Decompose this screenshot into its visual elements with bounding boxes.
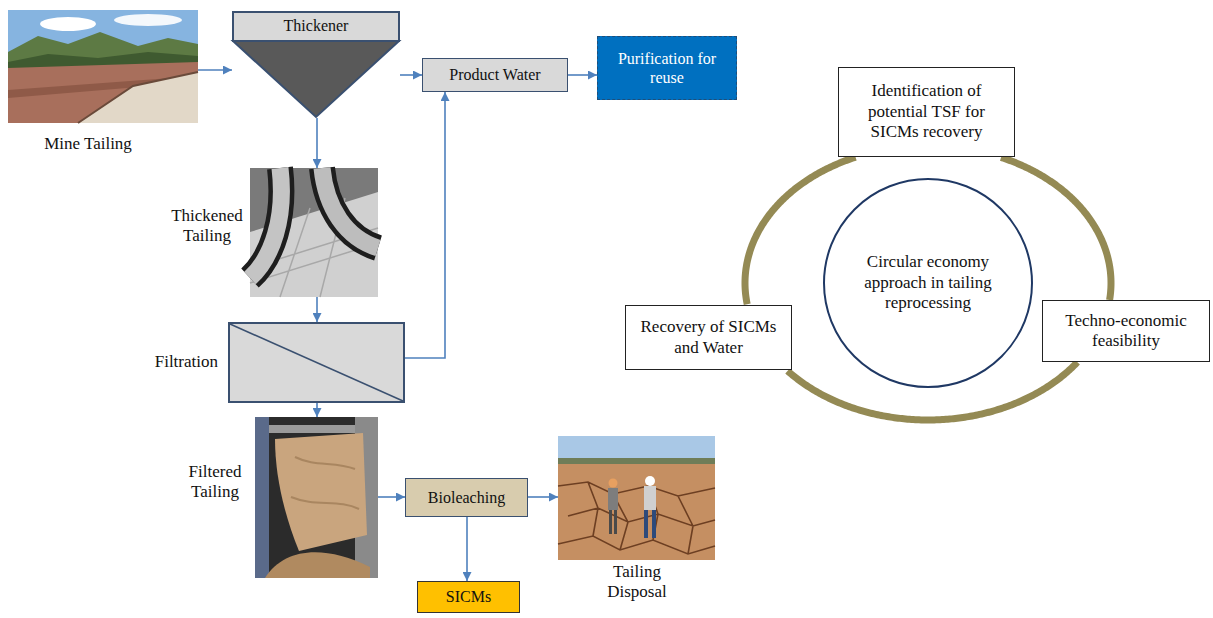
mine-tailing-photo-part bbox=[78, 72, 198, 123]
membrane-line bbox=[230, 324, 403, 401]
flow-arrow bbox=[405, 92, 445, 358]
flow-arrow bbox=[316, 403, 318, 417]
thickened-tailing-photo-part bbox=[322, 168, 378, 248]
caption-label: Thickened Tailing bbox=[170, 206, 244, 247]
box-label: Thickener bbox=[232, 11, 400, 41]
flow-arrow bbox=[568, 74, 597, 76]
photo-panel: Filtered Tailing bbox=[255, 417, 378, 578]
thickener-unit: Thickener bbox=[232, 11, 400, 118]
caption-label: Tailing Disposal bbox=[602, 562, 672, 603]
flow-arrow bbox=[466, 517, 468, 581]
mine-tailing-photo bbox=[8, 10, 198, 123]
filter-membrane bbox=[230, 324, 403, 401]
box-label: Techno-economic feasibility bbox=[1049, 311, 1203, 352]
box-label: Bioleaching bbox=[428, 488, 505, 507]
tailing-disposal-photo-part bbox=[609, 510, 612, 534]
mine-tailing-photo-part bbox=[78, 72, 198, 123]
mine-tailing-photo-part bbox=[8, 10, 198, 123]
filtered-tailing-photo bbox=[255, 417, 378, 578]
tailing-disposal-photo-part bbox=[558, 482, 715, 554]
photo-panel: Mine Tailing bbox=[8, 10, 198, 123]
box-label: Circular economy approach in tailing rep… bbox=[863, 252, 993, 313]
tailing-disposal-photo-part bbox=[609, 479, 618, 488]
caption-label: Filtration bbox=[118, 352, 218, 372]
tailing-disposal-photo-part bbox=[558, 458, 715, 464]
flow-arrow bbox=[528, 496, 558, 498]
filtered-tailing-photo-part bbox=[275, 433, 367, 551]
tailing-disposal-photo-part bbox=[645, 476, 655, 486]
mine-tailing-photo-part bbox=[40, 17, 96, 31]
mine-tailing-photo-part bbox=[8, 62, 198, 123]
process-box: Product Water bbox=[422, 58, 568, 92]
thickener-cone bbox=[233, 41, 399, 117]
center-circle: Circular economy approach in tailing rep… bbox=[823, 178, 1033, 388]
cycle-box: Techno-economic feasibility bbox=[1042, 300, 1210, 362]
flow-arrow bbox=[316, 118, 318, 168]
tailing-disposal-photo bbox=[558, 436, 715, 560]
filtered-tailing-photo-part bbox=[265, 552, 370, 578]
mine-tailing-photo-part bbox=[114, 14, 182, 26]
filtered-tailing-photo-part bbox=[255, 417, 269, 578]
thickened-tailing-photo-part bbox=[250, 168, 281, 278]
flow-arrow bbox=[198, 69, 232, 71]
process-box: Purification for reuse bbox=[597, 36, 737, 100]
flow-arrow bbox=[316, 297, 318, 322]
flow-arrow bbox=[378, 496, 405, 498]
tailing-disposal-photo-part bbox=[608, 488, 618, 510]
tailing-disposal-photo-part bbox=[644, 510, 648, 538]
tailing-disposal-photo-part bbox=[644, 486, 656, 510]
cycle-box: Recovery of SICMs and Water bbox=[625, 305, 792, 370]
cycle-box: Identification of potential TSF for SICM… bbox=[838, 67, 1015, 157]
filtered-tailing-photo-part bbox=[291, 457, 359, 509]
filtered-tailing-photo-part bbox=[255, 417, 378, 578]
tailing-disposal-photo-part bbox=[558, 436, 715, 560]
thickener-tank bbox=[233, 12, 399, 41]
box-label: Recovery of SICMs and Water bbox=[632, 317, 785, 358]
photo-panel: Thickened Tailing bbox=[250, 168, 378, 297]
box-label: Identification of potential TSF for SICM… bbox=[845, 81, 1008, 142]
process-box: Bioleaching bbox=[405, 478, 528, 517]
box-label: Product Water bbox=[449, 65, 540, 84]
box-label: SICMs bbox=[446, 587, 491, 606]
caption-label: Mine Tailing bbox=[13, 134, 163, 154]
thickened-tailing-photo-part bbox=[322, 168, 378, 248]
flow-arrow bbox=[400, 74, 422, 76]
thickened-tailing-photo-part bbox=[250, 168, 281, 278]
box-label: Purification for reuse bbox=[604, 49, 730, 87]
tailing-disposal-photo-part bbox=[614, 510, 617, 534]
tailing-disposal-photo-part bbox=[652, 510, 656, 538]
photo-panel: Tailing Disposal bbox=[558, 436, 715, 560]
product-box: SICMs bbox=[417, 581, 520, 613]
filtered-tailing-photo-part bbox=[269, 425, 355, 433]
caption-label: Filtered Tailing bbox=[183, 462, 247, 503]
filtration-unit: Filtration bbox=[228, 322, 405, 403]
thickened-tailing-photo-part bbox=[250, 168, 378, 297]
thickened-tailing-photo bbox=[250, 168, 378, 297]
